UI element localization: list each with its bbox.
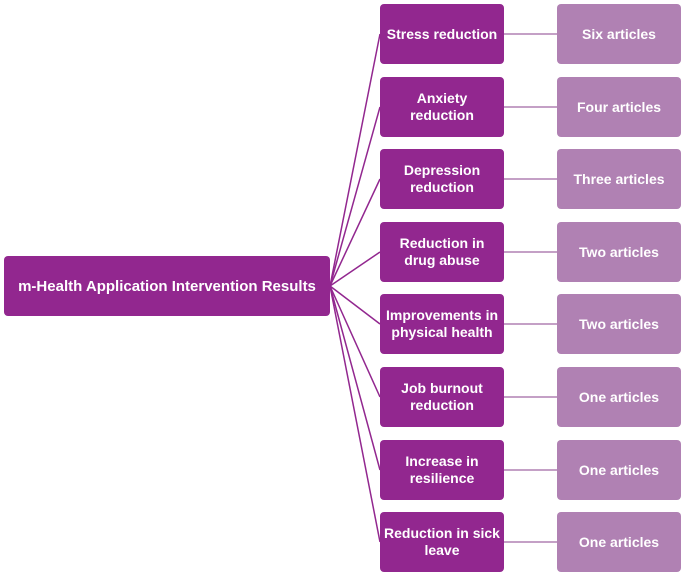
count-node-sick-leave: One articles <box>557 512 681 572</box>
result-node-sick-leave: Reduction in sick leave <box>380 512 504 572</box>
count-label: Six articles <box>582 25 656 42</box>
count-node-physical-health: Two articles <box>557 294 681 354</box>
count-node-depression: Three articles <box>557 149 681 209</box>
result-node-depression: Depression reduction <box>380 149 504 209</box>
count-node-drug-abuse: Two articles <box>557 222 681 282</box>
result-label: Improvements in physical health <box>385 307 499 340</box>
count-label: One articles <box>578 461 660 478</box>
result-node-anxiety: Anxiety reduction <box>380 77 504 137</box>
result-label: Increase in resilience <box>405 453 479 486</box>
root-node: m-Health Application Intervention Result… <box>4 256 330 316</box>
result-node-stress: Stress reduction <box>380 4 504 64</box>
result-label: Reduction in sick leave <box>384 525 500 558</box>
result-node-physical-health: Improvements in physical health <box>380 294 504 354</box>
count-node-stress: Six articles <box>557 4 681 64</box>
root-connector-line <box>329 251 381 287</box>
count-label: One articles <box>578 388 660 405</box>
root-connector-line <box>329 285 381 543</box>
count-label: Two articles <box>579 243 659 260</box>
root-connector-line <box>329 33 381 287</box>
count-label: Two articles <box>579 315 659 332</box>
count-node-job-burnout: One articles <box>557 367 681 427</box>
root-label: m-Health Application Intervention Result… <box>18 277 316 295</box>
root-connector-line <box>329 285 381 398</box>
result-label: Depression reduction <box>403 162 481 195</box>
count-label: Four articles <box>576 98 662 115</box>
root-connector-line <box>329 178 381 287</box>
count-node-anxiety: Four articles <box>557 77 681 137</box>
root-connector-line <box>329 285 381 325</box>
result-node-job-burnout: Job burnout reduction <box>380 367 504 427</box>
count-label: Three articles <box>573 170 665 187</box>
result-node-drug-abuse: Reduction in drug abuse <box>380 222 504 282</box>
result-label: Anxiety reduction <box>410 90 474 123</box>
result-label: Job burnout reduction <box>401 380 483 413</box>
result-label: Reduction in drug abuse <box>399 235 485 268</box>
result-label: Stress reduction <box>386 25 498 42</box>
result-node-resilience: Increase in resilience <box>380 440 504 500</box>
root-connector-line <box>329 285 381 471</box>
count-label: One articles <box>578 533 660 550</box>
count-node-resilience: One articles <box>557 440 681 500</box>
root-connector-line <box>329 106 381 287</box>
